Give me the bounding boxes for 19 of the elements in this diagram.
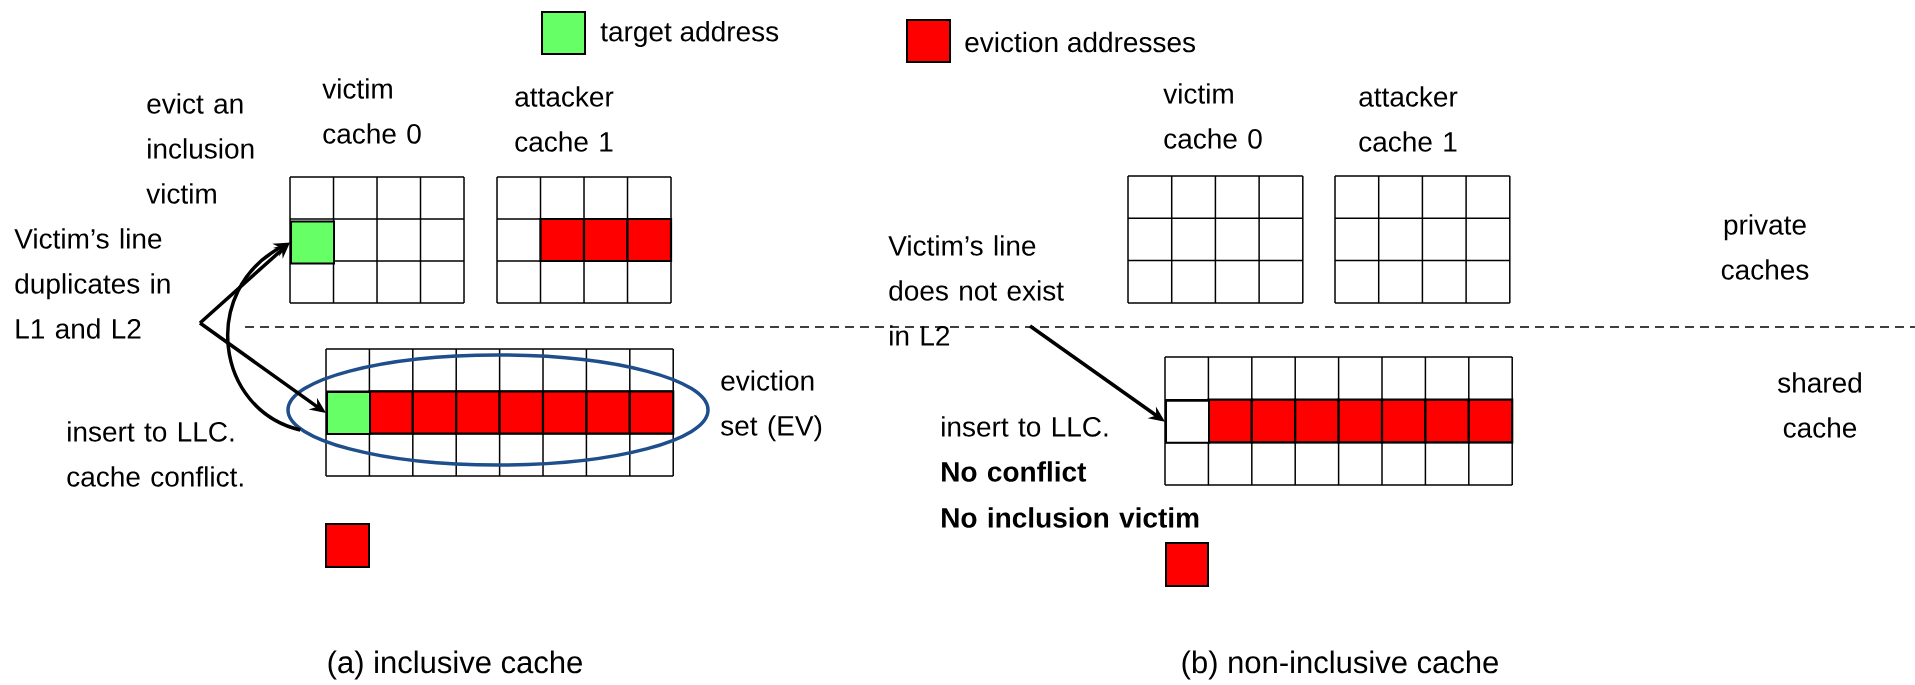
ellipse-label: eviction set (EV) (721, 370, 822, 442)
caption: (b) non-inclusive cache (1182, 650, 1498, 680)
legend-text: target address (600, 20, 779, 48)
cache-cell (1165, 399, 1210, 444)
label-text: shared cache (1778, 372, 1861, 438)
label-text: victim cache 0 (1163, 83, 1262, 149)
label-text: evict an inclusion victim (146, 93, 254, 204)
target-address-cell (290, 220, 335, 265)
annotation-text: Victim’s line does not exist in L2 (888, 235, 1064, 346)
arrow (226, 242, 301, 432)
annotation-text: Victim’s line duplicates in L1 and L2 (14, 228, 170, 339)
label-text: attacker cache 1 (515, 86, 614, 152)
caption: (a) inclusive cache (328, 650, 582, 680)
target-address-cell (326, 391, 371, 435)
label-text: attacker cache 1 (1359, 86, 1458, 152)
label-text: No conflict (942, 461, 1087, 482)
label-text: No inclusion victim (942, 507, 1199, 528)
legend-text: eviction addresses (965, 31, 1196, 53)
label-text: private caches (1721, 214, 1809, 280)
